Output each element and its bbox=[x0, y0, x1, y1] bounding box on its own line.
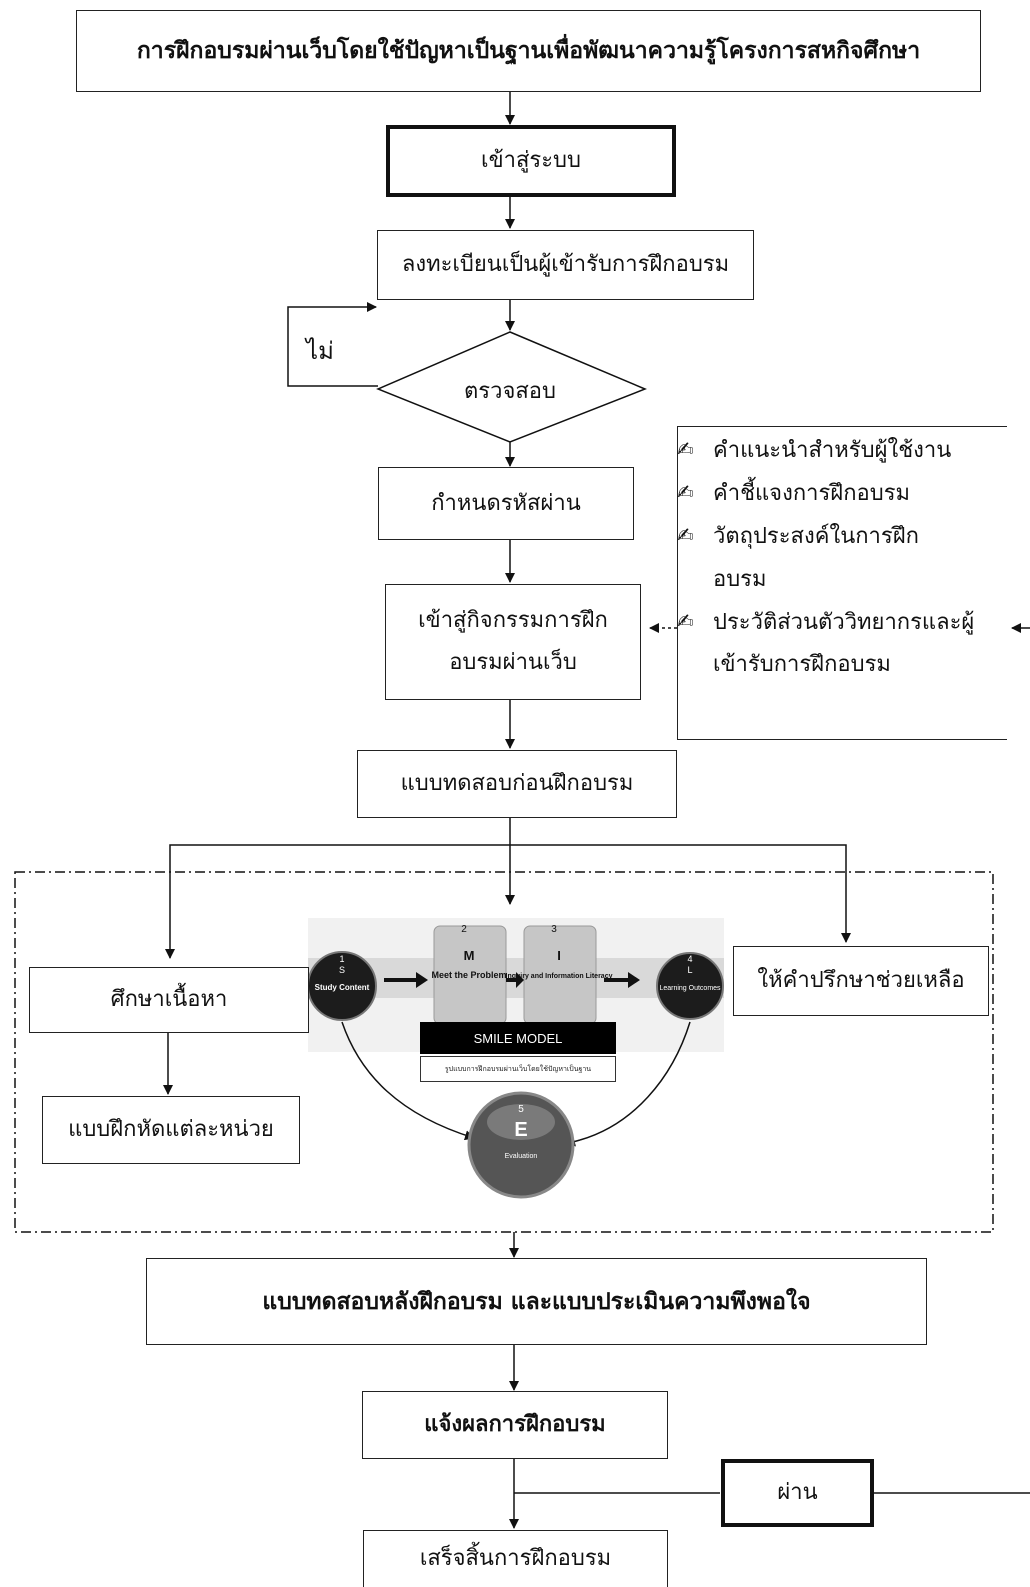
page-title: การฝึกอบรมผ่านเว็บโดยใช้ปัญหาเป็นฐานเพื่… bbox=[76, 10, 981, 92]
pass-box: ผ่าน bbox=[721, 1459, 874, 1527]
check-diamond bbox=[376, 331, 647, 443]
node-m-letter: M bbox=[464, 948, 475, 963]
pencil-icon: ✍ bbox=[677, 522, 694, 547]
info-box bbox=[677, 426, 1007, 740]
arrow-pretest-study bbox=[165, 844, 510, 959]
node-l-letter: L bbox=[687, 965, 692, 975]
smile-model-caption: SMILE MODEL bbox=[420, 1022, 616, 1054]
info-item-text: ประวัติส่วนตัววิทยากรและผู้เข้ารับการฝึก… bbox=[713, 609, 975, 678]
notify-box: แจ้งผลการฝึกอบรม bbox=[362, 1391, 668, 1459]
info-item: ✍ ประวัติส่วนตัววิทยากรและผู้เข้ารับการฝ… bbox=[677, 602, 997, 688]
node-e-number: 5 bbox=[518, 1104, 524, 1115]
login-text: เข้าสู่ระบบ bbox=[481, 148, 581, 174]
pencil-icon: ✍ bbox=[677, 608, 694, 633]
node-s-number: 1 bbox=[339, 954, 344, 964]
node-i-letter: I bbox=[557, 948, 561, 963]
node-learning-outcomes bbox=[656, 952, 724, 1020]
arrow-check-no-loop bbox=[287, 302, 378, 387]
info-item: ✍ คำแนะนำสำหรับผู้ใช้งาน bbox=[677, 430, 997, 473]
posttest-box: แบบทดสอบหลังฝึกอบรม และแบบประเมินความพึง… bbox=[146, 1258, 927, 1345]
set-password-box: กำหนดรหัสผ่าน bbox=[378, 467, 634, 540]
arrow-pretest-consult bbox=[510, 844, 851, 943]
exercise-text: แบบฝึกหัดแต่ละหน่วย bbox=[68, 1117, 274, 1143]
register-text: ลงทะเบียนเป็นผู้เข้ารับการฝึกอบรม bbox=[401, 252, 730, 278]
exercise-box: แบบฝึกหัดแต่ละหน่วย bbox=[42, 1096, 300, 1164]
info-item-text: คำชี้แจงการฝึกอบรม bbox=[713, 480, 911, 506]
consult-text: ให้คำปรึกษาช่วยเหลือ bbox=[757, 968, 965, 994]
study-box: ศึกษาเนื้อหา bbox=[29, 967, 309, 1033]
notify-text: แจ้งผลการฝึกอบรม bbox=[424, 1411, 606, 1438]
finish-text: เสร็จสิ้นการฝึกอบรม bbox=[419, 1546, 612, 1572]
node-m-label: Meet the Problem bbox=[431, 970, 506, 980]
set-password-text: กำหนดรหัสผ่าน bbox=[431, 490, 581, 516]
node-i-label: Inquiry and Information Literacy bbox=[506, 973, 613, 980]
check-label: ตรวจสอบ bbox=[464, 379, 556, 404]
posttest-text: แบบทดสอบหลังฝึกอบรม และแบบประเมินความพึง… bbox=[262, 1287, 811, 1315]
finish-box: เสร็จสิ้นการฝึกอบรม bbox=[363, 1530, 668, 1587]
node-e-letter: E bbox=[514, 1119, 527, 1141]
training-activities-frame bbox=[14, 871, 994, 1233]
smile-model-subcaption: รูปแบบการฝึกอบรมผ่านเว็บโดยใช้ปัญหาเป็นฐ… bbox=[420, 1056, 616, 1082]
enter-activity-text: เข้าสู่กิจกรรมการฝึกอบรมผ่านเว็บ bbox=[418, 608, 608, 675]
pretest-box: แบบทดสอบก่อนฝึกอบรม bbox=[357, 750, 677, 818]
info-list: ✍ คำแนะนำสำหรับผู้ใช้งาน ✍ คำชี้แจงการฝึ… bbox=[677, 430, 997, 687]
info-item-text: คำแนะนำสำหรับผู้ใช้งาน bbox=[713, 438, 952, 463]
login-box: เข้าสู่ระบบ bbox=[386, 125, 676, 197]
consult-box: ให้คำปรึกษาช่วยเหลือ bbox=[733, 946, 989, 1016]
node-i-number: 3 bbox=[551, 924, 557, 935]
no-label: ไม่ bbox=[306, 337, 334, 365]
pencil-icon: ✍ bbox=[677, 437, 694, 461]
node-e-label: Evaluation bbox=[505, 1153, 538, 1160]
node-l-label: Learning Outcomes bbox=[659, 985, 721, 992]
register-box: ลงทะเบียนเป็นผู้เข้ารับการฝึกอบรม bbox=[377, 230, 754, 300]
info-item: ✍ วัตถุประสงค์ในการฝึกอบรม bbox=[677, 516, 997, 602]
page-title-text: การฝึกอบรมผ่านเว็บโดยใช้ปัญหาเป็นฐานเพื่… bbox=[136, 37, 921, 65]
enter-activity-box: เข้าสู่กิจกรรมการฝึกอบรมผ่านเว็บ bbox=[385, 584, 641, 700]
node-m-number: 2 bbox=[461, 924, 467, 935]
study-text: ศึกษาเนื้อหา bbox=[110, 987, 228, 1013]
pencil-icon: ✍ bbox=[677, 479, 694, 504]
pass-text: ผ่าน bbox=[777, 1480, 818, 1506]
pretest-text: แบบทดสอบก่อนฝึกอบรม bbox=[400, 771, 634, 797]
node-l-number: 4 bbox=[687, 954, 692, 964]
info-item: ✍ คำชี้แจงการฝึกอบรม bbox=[677, 473, 997, 516]
node-s-letter: S bbox=[339, 965, 345, 975]
node-s-label: Study Content bbox=[315, 983, 370, 992]
info-item-text: วัตถุประสงค์ในการฝึกอบรม bbox=[713, 523, 919, 592]
